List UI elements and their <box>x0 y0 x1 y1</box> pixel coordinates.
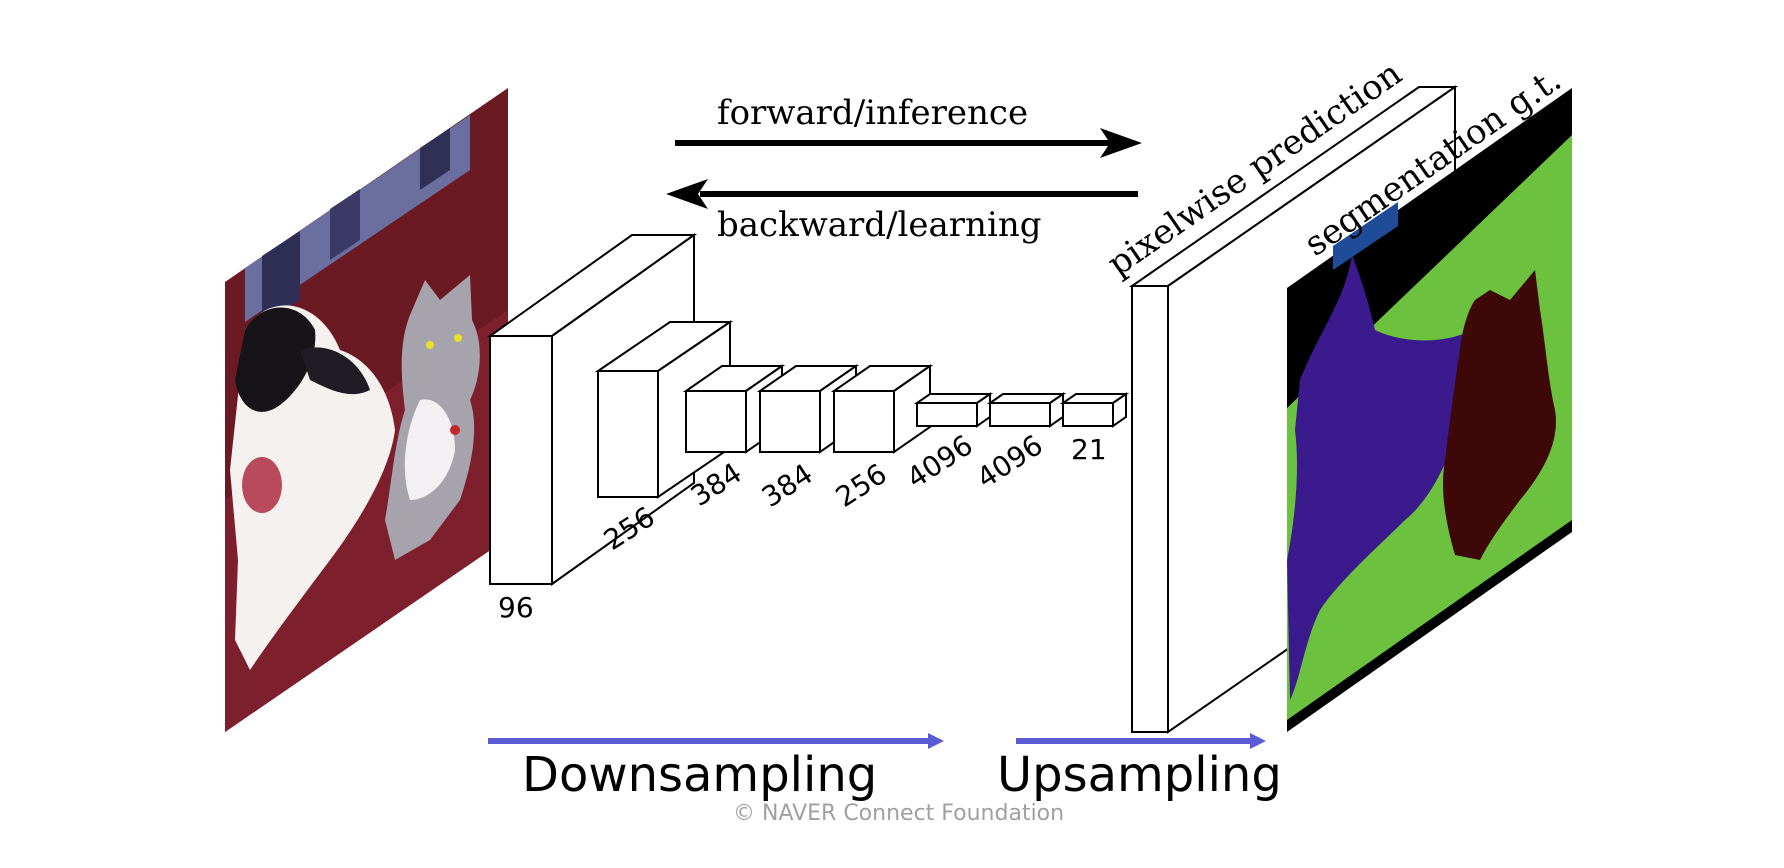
backward-label: backward/learning <box>717 205 1041 245</box>
layer-label: 21 <box>1071 433 1107 466</box>
backward-arrow <box>666 179 1138 209</box>
layer-box <box>830 364 934 454</box>
downsampling-label: Downsampling <box>522 747 877 803</box>
layer-label: 256 <box>830 457 893 514</box>
layer-label: 96 <box>498 591 534 624</box>
layer-box <box>913 392 994 428</box>
forward-label: forward/inference <box>717 93 1028 133</box>
layer-box <box>756 364 860 454</box>
encoder-layers <box>486 233 1130 586</box>
forward-arrow <box>675 128 1142 158</box>
upsampling-arrow <box>1016 733 1266 749</box>
layer-label: 4096 <box>971 428 1049 494</box>
segmentation-gt-image <box>1287 88 1572 732</box>
layer-box <box>986 392 1067 428</box>
layer-box <box>1059 392 1130 428</box>
copyright-text: © NAVER Connect Foundation <box>733 801 1064 826</box>
layer-label: 384 <box>756 457 819 514</box>
downsampling-arrow <box>488 733 944 749</box>
upsampling-label: Upsampling <box>997 747 1282 803</box>
input-image <box>225 88 508 732</box>
